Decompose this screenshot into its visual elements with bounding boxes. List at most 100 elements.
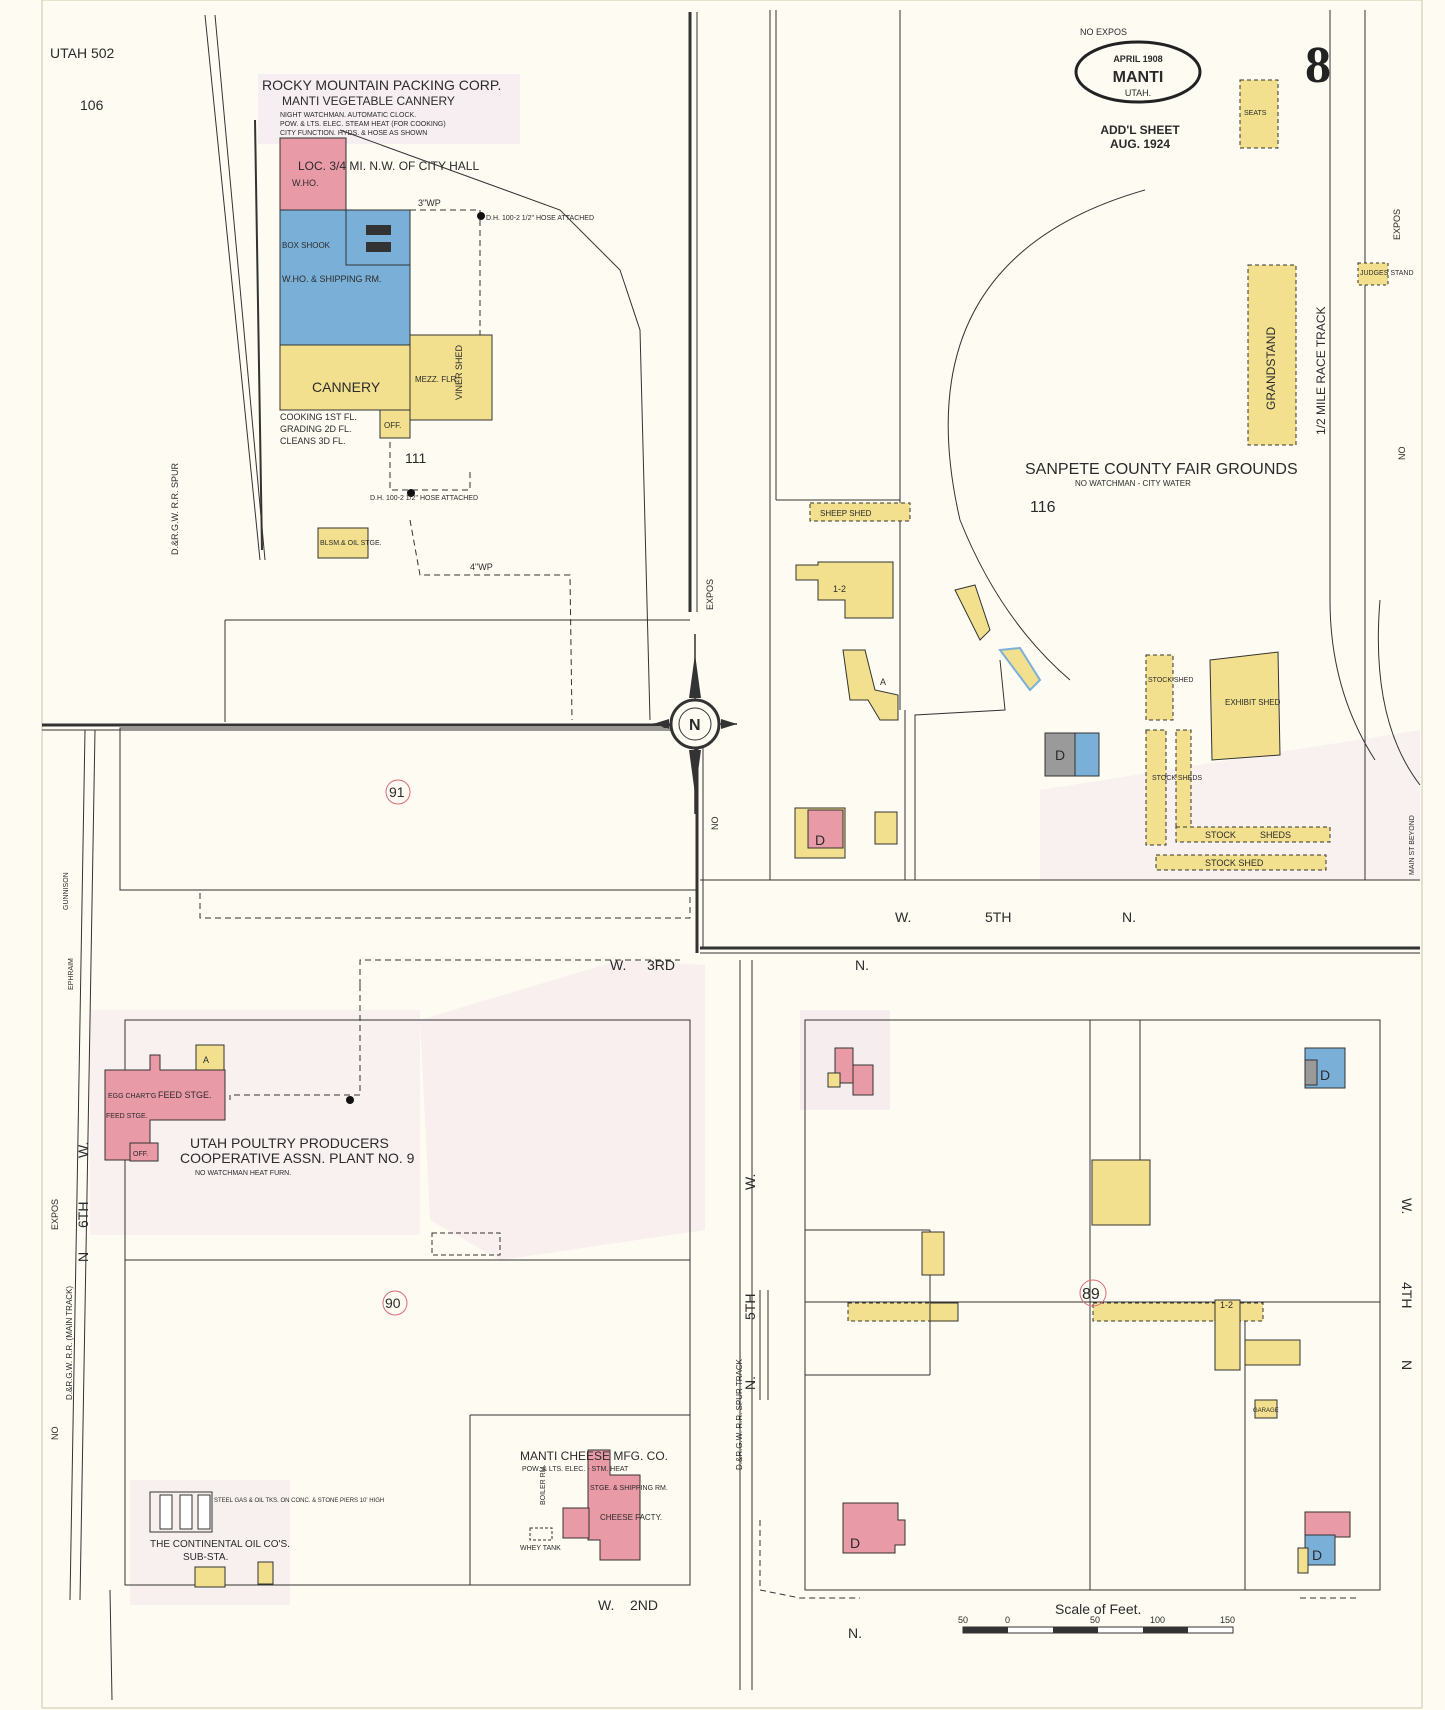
fairground-lines [776,10,1421,880]
viner-shed[interactable] [409,334,493,421]
w3rd-w: W. [610,957,626,973]
whey-tank[interactable] [529,1527,553,1541]
porch-frame-se[interactable] [1297,1547,1309,1574]
block-91-circle [385,779,411,805]
cartouche-date: APRIL 1908 [1113,54,1162,64]
fair-building-slant-2[interactable] [998,646,1042,692]
water-pipe-block91 [199,893,691,1100]
shed-iron-ne[interactable] [1304,1059,1318,1086]
sheet-border [41,0,1423,1709]
hydrant-poultry[interactable] [346,1096,354,1104]
box-shook-room[interactable] [345,209,411,266]
cooking-label: COOKING 1ST FL. [280,412,357,422]
oil-small-shed[interactable] [257,1561,274,1585]
poultry-office[interactable] [129,1142,159,1162]
warehouse-brick[interactable] [279,137,347,211]
stock-sheds-row[interactable] [1175,826,1331,843]
cheese-boiler-room[interactable] [562,1507,590,1539]
shed-frame-west[interactable] [921,1231,945,1276]
ephraim-label: EPHRAIM [68,958,75,990]
garage-east[interactable] [1254,1399,1278,1419]
poultry-title-1: UTAH POULTRY PRODUCERS [190,1135,389,1151]
dwelling-brick-sw[interactable] [842,1502,906,1554]
seats-building[interactable] [1239,79,1279,149]
judges-stand[interactable] [1357,262,1389,286]
long-shed-west[interactable] [847,1302,931,1322]
stock-shed-bottom-label: STOCK SHED [1205,858,1264,868]
block-89-number: 89 [1082,1286,1100,1303]
w4th-w: W. [1399,1198,1415,1214]
w6th-name: 6TH [75,1202,91,1228]
shed-vertical-east[interactable] [1214,1299,1241,1371]
outbuilding-block116[interactable] [874,811,898,845]
w4th-n: N [1399,1360,1415,1370]
cannery-title-1: ROCKY MOUNTAIN PACKING CORP. [262,77,501,93]
expos-center-label: EXPOS [705,579,715,610]
stock-shed-bottom[interactable] [1155,854,1327,871]
poultry-office-label: OFF. [133,1151,148,1158]
sheep-shed[interactable] [809,502,911,522]
whey-tank-label: WHEY TANK [520,1545,561,1552]
oil-tanks [149,1491,213,1533]
poultry-auto-shed[interactable] [195,1044,225,1071]
poultry-feed-stge: FEED STGE. [158,1090,212,1100]
dwelling-brick-block116[interactable] [807,809,844,849]
w5th-lower-n: N. [742,1376,758,1390]
w3rd-name: 3RD [647,957,675,973]
judges-stand-label: JUDGES STAND [1360,270,1414,277]
main-st-label: MAIN ST BEYOND [1409,815,1416,875]
title-cartouche [1074,40,1202,104]
no-center-label: NO [710,817,720,831]
stock-row-label-a: STOCK [1205,830,1236,840]
fair-building-1-2[interactable] [795,561,894,619]
barn-frame-center[interactable] [1091,1159,1151,1226]
sheep-shed-label: SHEEP SHED [820,509,872,518]
exhibit-shed[interactable] [1209,651,1281,761]
stock-sheds-left[interactable] [1145,729,1167,846]
w5th-n: N. [1122,909,1136,925]
porch-frame-nw[interactable] [827,1072,841,1088]
dwelling-brick-se[interactable] [1304,1511,1351,1538]
w5th-lower-w: W. [742,1174,758,1190]
gunnison-label: GUNNISON [63,872,70,910]
fairgrounds-note: NO WATCHMAN - CITY WATER [1075,479,1191,488]
shed-west-end[interactable] [929,1302,959,1322]
cannery-building[interactable] [279,344,411,411]
cannery-title-2: MANTI VEGETABLE CANNERY [282,94,455,108]
grandstand[interactable] [1247,264,1297,446]
cartouche-city: MANTI [1113,69,1164,86]
cheese-factory[interactable] [587,1449,641,1561]
oil-tanks-note: STEEL GAS & OIL TKS. ON CONC. & STONE PI… [214,1498,384,1504]
no-expos-top: NO EXPOS [1080,27,1127,37]
block-90-lines [124,1019,691,1586]
razed-building-outline [431,1232,501,1256]
scale-tick-50: 50 [1090,1615,1100,1625]
garage-label: GARAGE [1253,1408,1279,1414]
stock-concrete[interactable] [1074,732,1100,777]
oil-storage-shed[interactable] [317,527,369,559]
fair-building-a[interactable] [842,649,899,721]
w6th-w: W. [75,1142,91,1158]
page-ref: 106 [80,97,104,113]
oil-substation-building[interactable] [194,1566,226,1588]
grandstand-label: GRANDSTAND [1264,327,1278,410]
hydrant-top[interactable] [477,212,485,220]
poultry-feed-stge-2: FEED STGE. [106,1113,148,1120]
viner-shed-label: VINER SHED [454,344,464,400]
w2nd-name: 2ND [630,1597,658,1613]
shed-horizontal-east[interactable] [1244,1339,1301,1366]
oil-title-1: THE CONTINENTAL OIL CO'S. [150,1539,290,1550]
scale-tick-150: 150 [1220,1615,1235,1625]
hydrant-bottom[interactable] [407,489,415,497]
w2nd-n: N. [848,1625,862,1641]
stock-row-label-b: SHEDS [1260,830,1291,840]
w5th-name: 5TH [985,909,1011,925]
water-pipe-4in-label: 4"WP [470,562,493,572]
dwelling-brick-nw-annex[interactable] [852,1064,874,1096]
spur-track-lines [759,1290,769,1400]
cannery-office[interactable] [379,409,411,439]
stock-shed-upper[interactable] [1145,654,1174,721]
addl-sheet-date: AUG. 1924 [1110,137,1170,151]
fair-building-slant-1[interactable] [954,584,991,641]
